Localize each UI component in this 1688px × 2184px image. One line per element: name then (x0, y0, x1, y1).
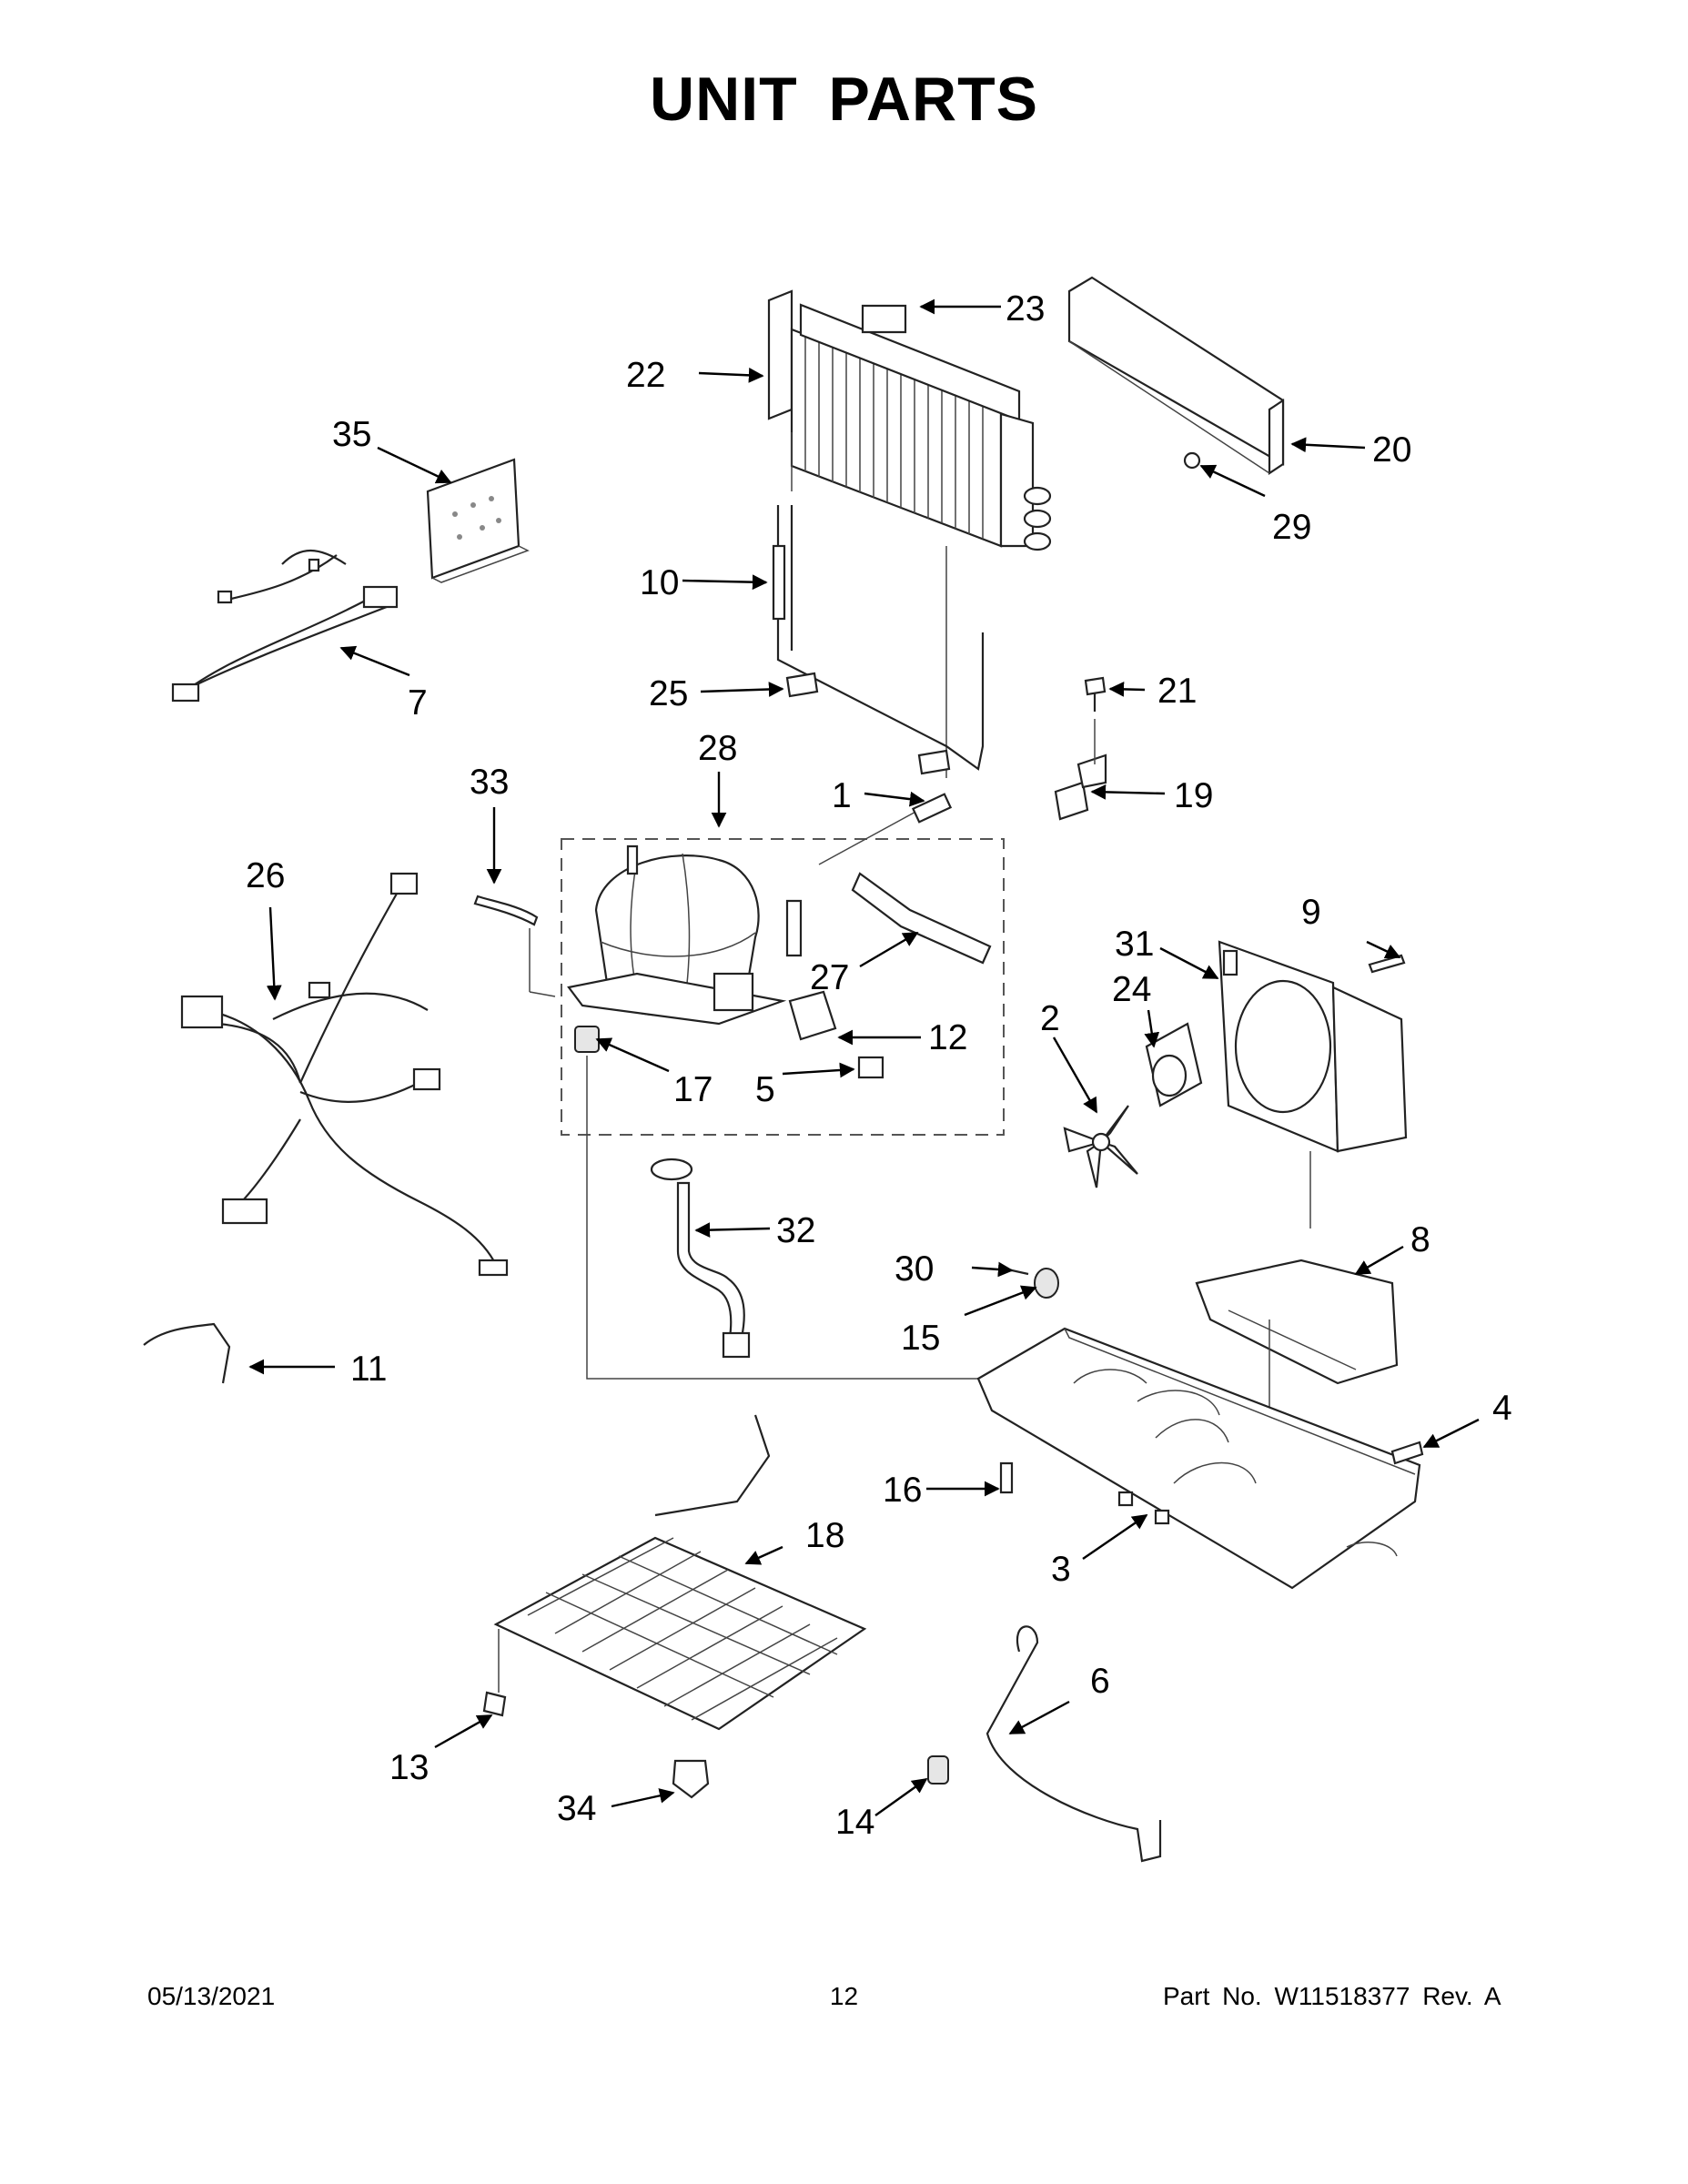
base-plate-drawing (976, 1327, 1421, 1590)
grommet-drawing-14 (927, 1755, 949, 1785)
grommet-drawing-15 (1034, 1268, 1059, 1299)
callout-21: 21 (1157, 672, 1197, 711)
callout-33: 33 (470, 763, 509, 802)
callout-25: 25 (649, 674, 688, 713)
fitting-drawing-1 (911, 793, 953, 824)
callout-15: 15 (901, 1319, 940, 1358)
callout-19: 19 (1174, 776, 1213, 815)
callout-34: 34 (557, 1789, 596, 1828)
callout-3: 3 (1051, 1550, 1071, 1589)
callout-14: 14 (835, 1803, 874, 1842)
grommet-drawing (574, 1026, 600, 1053)
page-title: UNIT PARTS (650, 65, 1038, 134)
screw-drawing-16 (999, 1461, 1014, 1494)
callout-8: 8 (1410, 1220, 1430, 1259)
control-board-drawing (426, 458, 530, 583)
callout-17: 17 (673, 1070, 713, 1109)
compressor-assembly-box (561, 838, 1005, 1136)
screw-drawing-29 (1183, 451, 1201, 470)
callout-31: 31 (1115, 925, 1154, 964)
callout-20: 20 (1372, 430, 1411, 470)
callout-18: 18 (805, 1516, 844, 1555)
callout-2: 2 (1040, 999, 1060, 1038)
fan-blade-drawing (1063, 1105, 1138, 1188)
fan-shroud-drawing (1218, 940, 1408, 1228)
footer-part-number: Part No. W11518377 Rev. A (1163, 1982, 1501, 2010)
callout-35: 35 (332, 415, 371, 454)
screw-drawing-4 (1390, 1441, 1424, 1465)
callout-1: 1 (832, 776, 852, 815)
clip-drawing-33 (473, 895, 539, 926)
evaporator-cover-drawing (1067, 276, 1285, 476)
foam-pad-drawing (861, 304, 907, 334)
screw-drawing-9 (1368, 954, 1406, 974)
callout-13: 13 (389, 1748, 429, 1787)
callout-28: 28 (698, 729, 737, 768)
cap-drawing-34 (672, 1759, 710, 1799)
callout-arrows (248, 298, 1480, 1816)
compressor-drawing (567, 844, 803, 1026)
fan-motor-drawing (1145, 1022, 1203, 1107)
callout-26: 26 (246, 856, 285, 895)
callout-11: 11 (350, 1350, 388, 1389)
pin-drawing-30 (1011, 1269, 1029, 1276)
start-relay-drawing (788, 990, 837, 1041)
callout-12: 12 (928, 1018, 967, 1057)
callout-27: 27 (810, 958, 849, 997)
clip-drawing-13 (482, 1691, 507, 1717)
screw-drawing-21 (1084, 676, 1107, 712)
callout-9: 9 (1301, 893, 1321, 932)
callout-16: 16 (883, 1471, 922, 1510)
callout-6: 6 (1090, 1662, 1110, 1701)
callout-29: 29 (1272, 508, 1311, 547)
footer-page-number: 12 (829, 1982, 859, 2010)
condenser-coil-drawing (493, 1414, 867, 1731)
overload-drawing (857, 1056, 884, 1079)
callout-32: 32 (776, 1211, 815, 1250)
wiring-harness-drawing-26 (180, 872, 509, 1277)
callout-10: 10 (640, 563, 679, 602)
defrost-heater-drawing (772, 505, 985, 775)
callout-4: 4 (1492, 1389, 1512, 1428)
bracket-drawing-19 (1054, 719, 1107, 821)
callout-7: 7 (408, 683, 428, 723)
callout-30: 30 (895, 1249, 934, 1289)
filter-drier-drawing (851, 872, 992, 965)
base-bracket-drawing (1195, 1259, 1399, 1529)
footer-date: 05/13/2021 (147, 1982, 276, 2010)
wiring-harness-drawing-7 (171, 549, 399, 703)
callout-22: 22 (626, 356, 665, 395)
callout-5: 5 (755, 1070, 775, 1109)
callout-23: 23 (1006, 289, 1045, 329)
callout-labels: 23 22 20 29 35 10 7 25 21 28 1 19 33 27 … (246, 289, 1512, 1842)
wire-drawing-11 (143, 1322, 231, 1384)
tube-drawing-6 (986, 1625, 1162, 1863)
drain-tube-drawing (650, 1158, 751, 1359)
callout-24: 24 (1112, 970, 1151, 1009)
evaporator-coil-drawing (767, 289, 1052, 778)
